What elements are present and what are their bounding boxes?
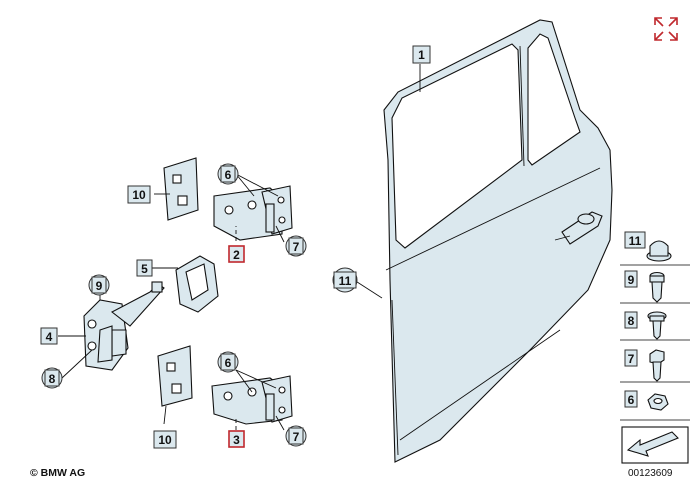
callout-3-label: 3 bbox=[233, 433, 240, 447]
callout-9[interactable]: 9 bbox=[88, 274, 110, 296]
callout-10-lower[interactable]: 10 bbox=[153, 430, 177, 449]
image-number: 00123609 bbox=[628, 468, 673, 479]
door-seal-buffer bbox=[175, 255, 219, 313]
legend-item-6[interactable]: 6 bbox=[624, 390, 669, 411]
legend-item-9-label: 9 bbox=[628, 273, 635, 287]
callout-4-label: 4 bbox=[46, 330, 53, 344]
legend-item-11[interactable]: 11 bbox=[624, 231, 672, 262]
hex-nut-icon bbox=[647, 393, 669, 411]
lower-door-hinge bbox=[211, 375, 293, 425]
legend-item-7[interactable]: 7 bbox=[624, 349, 665, 382]
screw-icon bbox=[649, 271, 665, 303]
callout-1-label: 1 bbox=[418, 48, 425, 62]
callout-6-lower[interactable]: 6 bbox=[217, 351, 239, 373]
fastener-legend: 11 9 8 bbox=[620, 231, 690, 464]
callout-6-upper-label: 6 bbox=[225, 168, 232, 182]
upper-door-hinge bbox=[213, 185, 293, 241]
callout-4[interactable]: 4 bbox=[40, 327, 58, 345]
callout-6-lower-label: 6 bbox=[225, 356, 232, 370]
callout-7-upper[interactable]: 7 bbox=[285, 235, 307, 257]
callout-8[interactable]: 8 bbox=[41, 367, 63, 389]
callout-11-label: 11 bbox=[339, 274, 352, 288]
callout-10-lower-label: 10 bbox=[158, 433, 172, 447]
expand-icon[interactable] bbox=[654, 17, 678, 41]
callout-8-label: 8 bbox=[49, 372, 56, 386]
callout-7-lower-label: 7 bbox=[293, 430, 300, 444]
lower-shim-plate bbox=[157, 345, 193, 407]
rear-door bbox=[383, 19, 613, 463]
callout-3[interactable]: 3 bbox=[228, 430, 245, 448]
copyright-text: © BMW AG bbox=[30, 467, 85, 479]
callout-1[interactable]: 1 bbox=[412, 45, 431, 64]
direction-arrow-icon bbox=[621, 426, 689, 464]
legend-item-9[interactable]: 9 bbox=[624, 270, 665, 303]
callout-7-upper-label: 7 bbox=[293, 240, 300, 254]
callout-6-upper[interactable]: 6 bbox=[217, 163, 239, 185]
legend-item-6-label: 6 bbox=[628, 393, 635, 407]
legend-item-7-label: 7 bbox=[628, 352, 635, 366]
callout-7-lower[interactable]: 7 bbox=[285, 425, 307, 447]
callout-9-label: 9 bbox=[96, 279, 103, 293]
legend-item-8[interactable]: 8 bbox=[624, 311, 667, 340]
upper-shim-plate bbox=[163, 157, 199, 221]
callout-2-label: 2 bbox=[233, 248, 240, 262]
hex-bolt-icon bbox=[649, 349, 665, 382]
legend-item-11-label: 11 bbox=[629, 234, 642, 248]
callout-5-label: 5 bbox=[141, 262, 148, 276]
callout-11[interactable]: 11 bbox=[332, 267, 358, 293]
callout-10-upper-label: 10 bbox=[132, 188, 146, 202]
legend-item-8-label: 8 bbox=[628, 314, 635, 328]
washer-screw-icon bbox=[647, 311, 667, 340]
callout-2[interactable]: 2 bbox=[228, 245, 245, 263]
leader-lines bbox=[58, 64, 421, 431]
callout-10-upper[interactable]: 10 bbox=[127, 185, 151, 204]
cap-nut-icon bbox=[646, 240, 672, 262]
door-check-strap bbox=[83, 281, 165, 371]
callout-5[interactable]: 5 bbox=[136, 259, 153, 277]
